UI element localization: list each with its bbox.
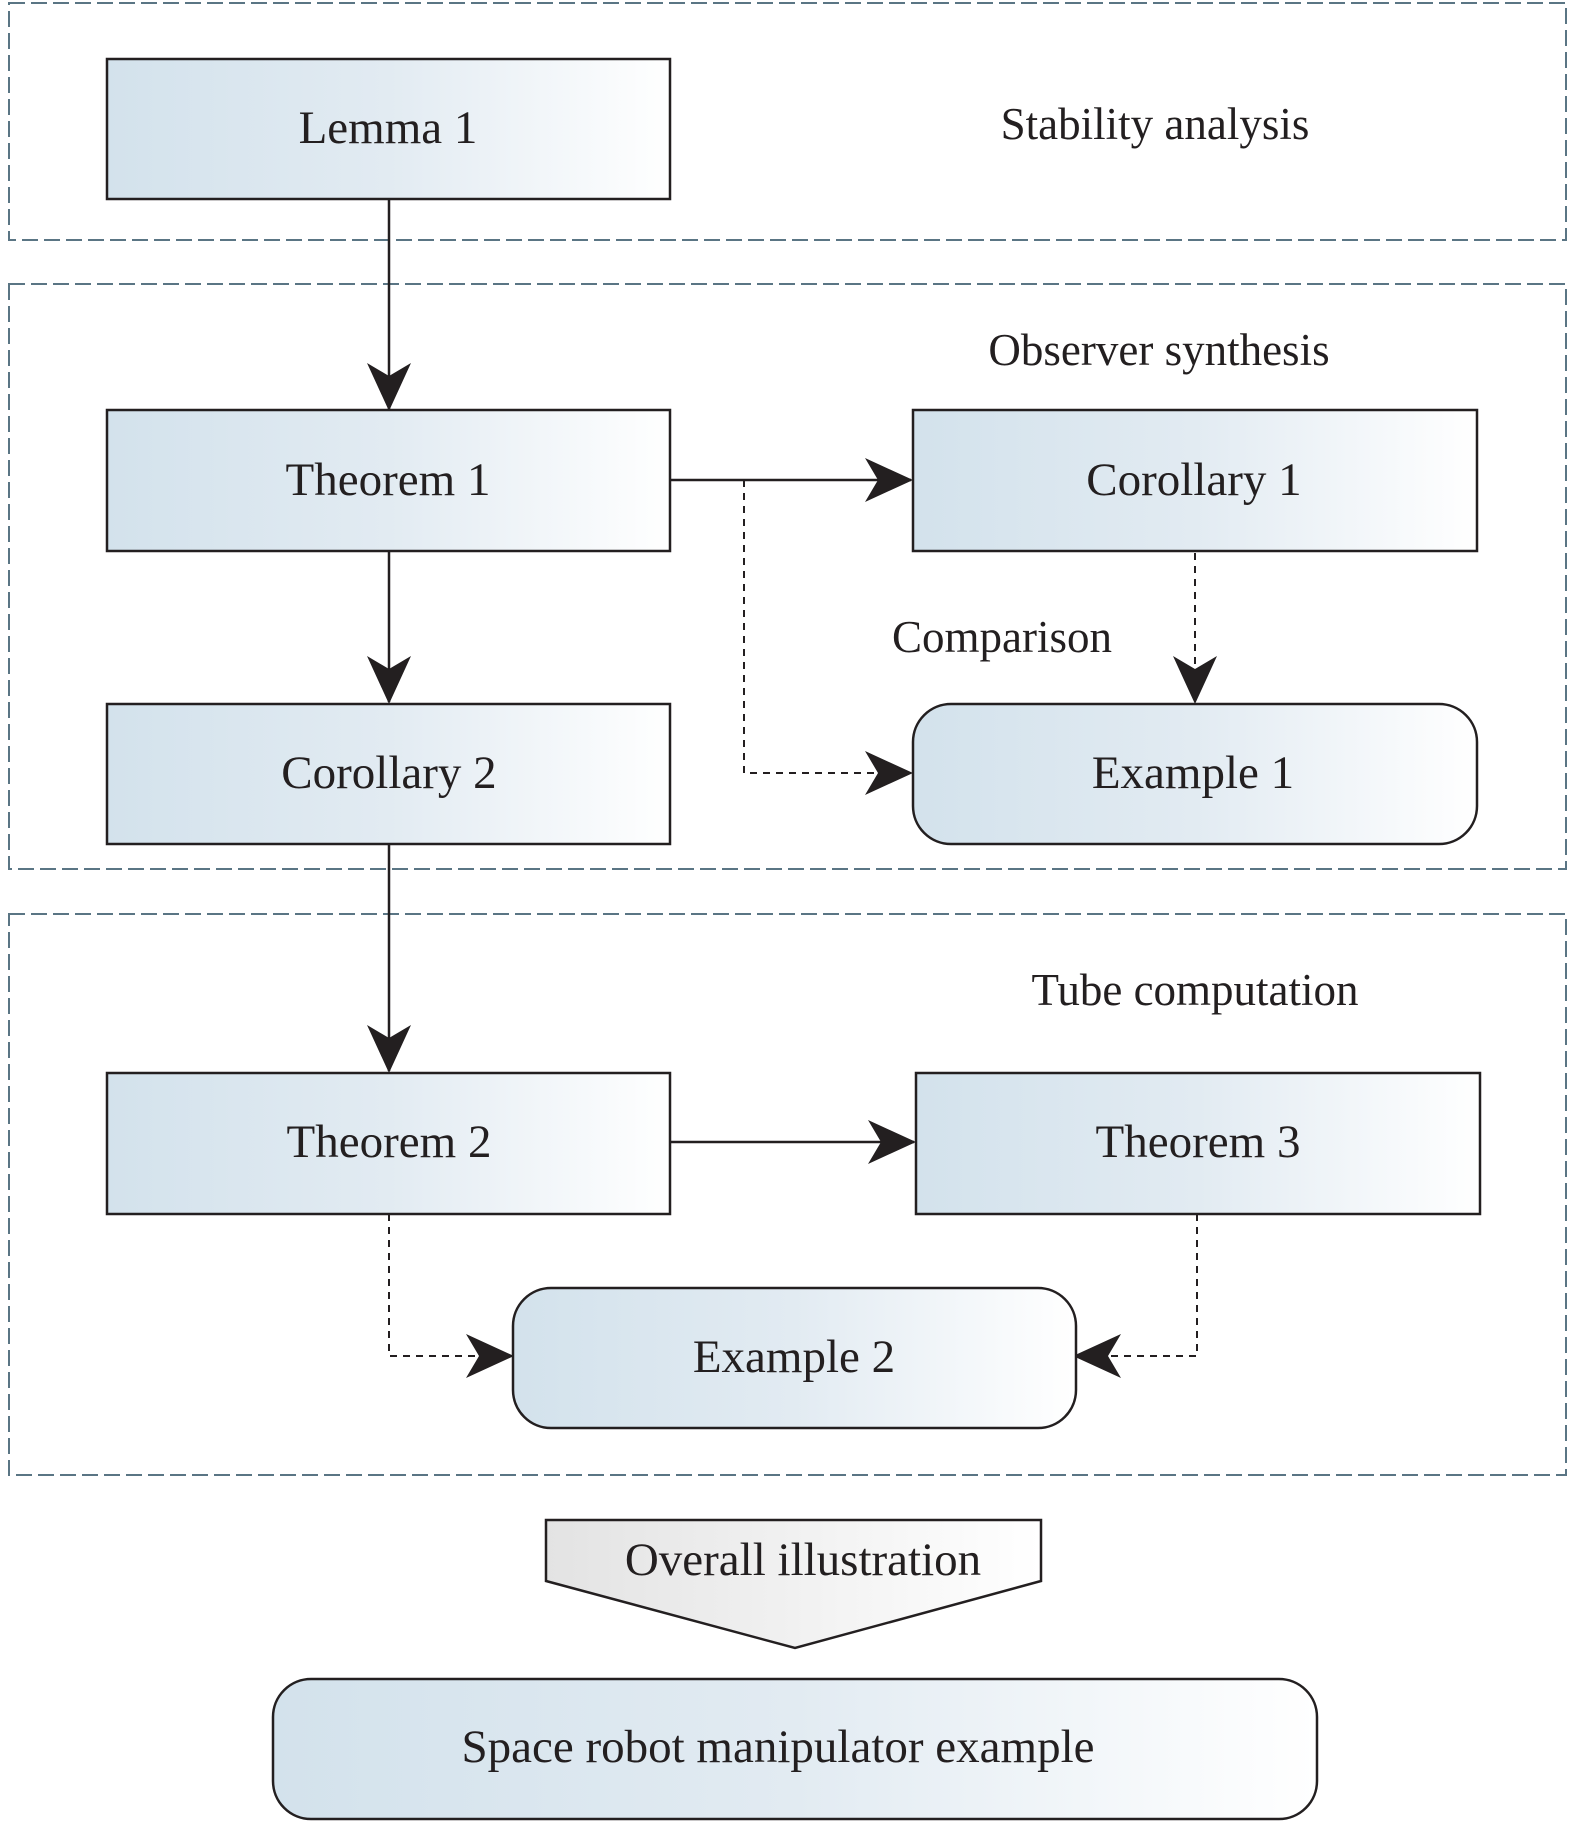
node-example-1: Example 1 <box>911 702 1479 846</box>
solid-connectors <box>367 199 916 1164</box>
node-theorem-1: Theorem 1 <box>105 408 672 553</box>
dashed-arrow-theorem1-to-example1 <box>743 480 913 795</box>
section-label-stability: Stability analysis <box>1001 99 1310 149</box>
callout-label: Overall illustration <box>625 1534 981 1586</box>
node-label: Example 1 <box>1092 747 1294 799</box>
dashed-arrow-theorem2-to-example2 <box>388 1214 514 1378</box>
section-label-observer: Observer synthesis <box>988 325 1329 375</box>
node-theorem-3: Theorem 3 <box>914 1071 1482 1216</box>
node-label: Theorem 3 <box>1096 1116 1301 1168</box>
node-corollary-2: Corollary 2 <box>105 702 672 846</box>
node-example-2: Example 2 <box>511 1286 1078 1430</box>
node-theorem-2: Theorem 2 <box>105 1071 672 1216</box>
node-label: Theorem 1 <box>286 454 491 506</box>
section-label-tube: Tube computation <box>1031 965 1358 1015</box>
node-label: Lemma 1 <box>299 102 478 154</box>
node-label: Example 2 <box>693 1331 895 1383</box>
callout-overall-illustration: Overall illustration <box>544 1518 1043 1650</box>
node-space-robot-example: Space robot manipulator example <box>271 1677 1319 1821</box>
node-label: Space robot manipulator example <box>462 1721 1095 1773</box>
node-lemma-1: Lemma 1 <box>105 57 672 201</box>
section-observer-synthesis: Observer synthesis <box>8 283 1567 870</box>
node-label: Corollary 1 <box>1086 454 1301 506</box>
edge-label-comparison: Comparison <box>892 612 1112 662</box>
section-stability-analysis: Stability analysis <box>8 2 1567 241</box>
dashed-arrow-theorem3-to-example2 <box>1073 1214 1198 1378</box>
dashed-connectors <box>388 480 1217 1378</box>
section-tube-computation: Tube computation <box>8 913 1567 1476</box>
node-label: Theorem 2 <box>287 1116 492 1168</box>
node-corollary-1: Corollary 1 <box>911 408 1479 553</box>
node-label: Corollary 2 <box>281 747 496 799</box>
